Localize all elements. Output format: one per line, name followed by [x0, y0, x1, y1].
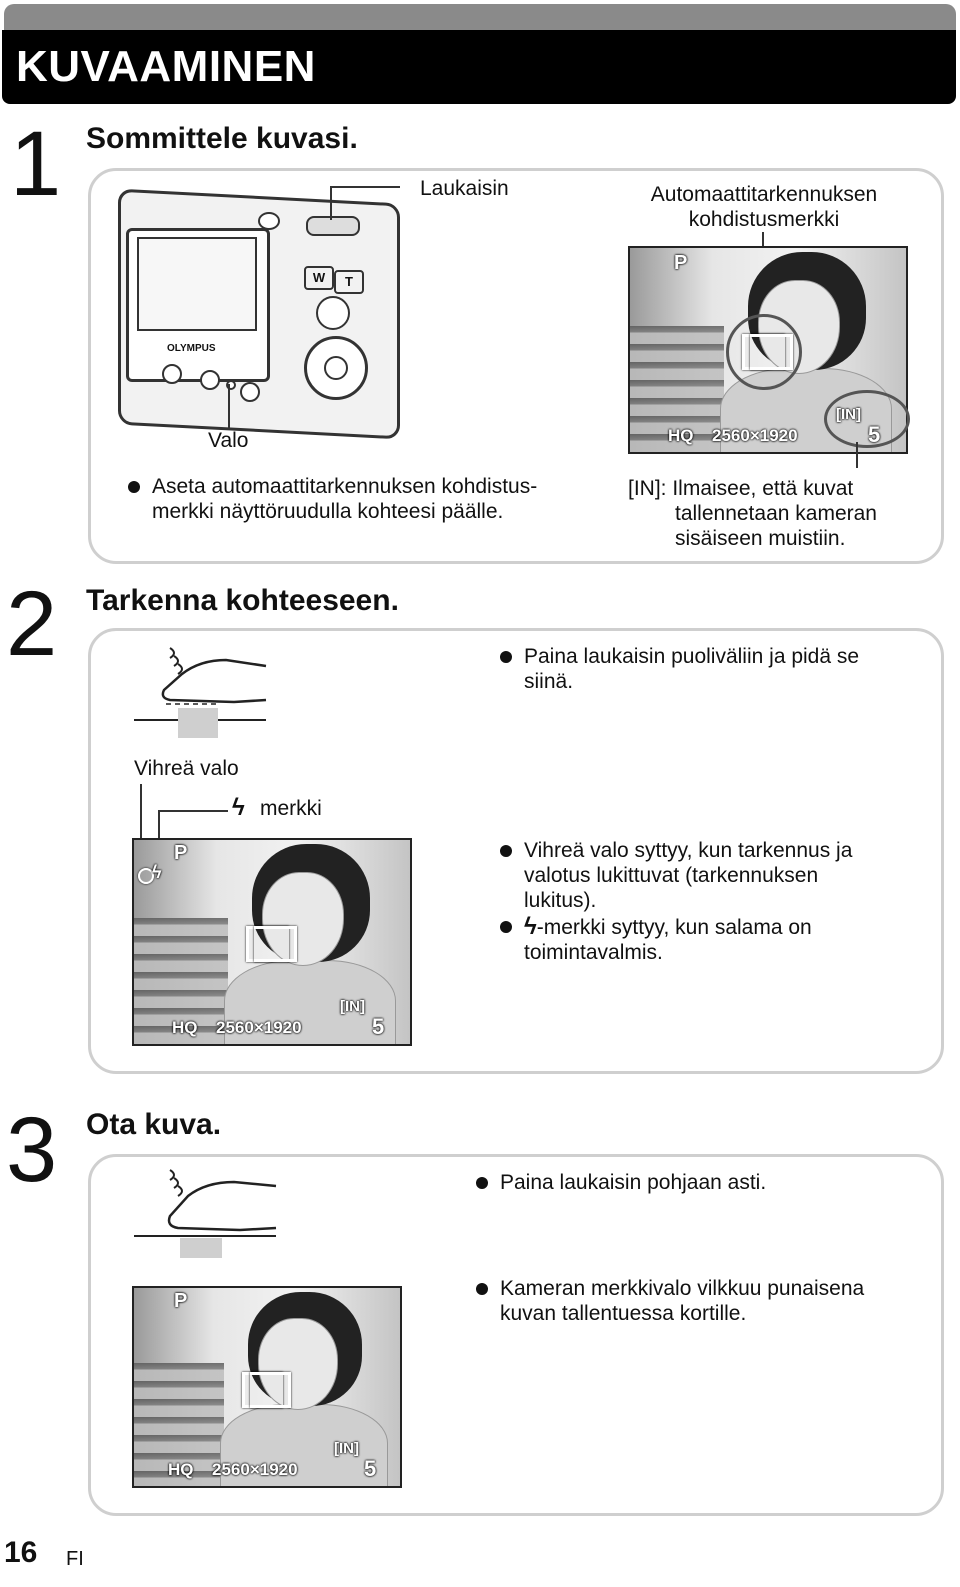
label-green-lamp: Vihreä valo [134, 756, 239, 781]
lcd-frames: 5 [372, 1014, 384, 1040]
page-number: 16 [4, 1536, 37, 1570]
af-bracket-right [254, 926, 297, 962]
lcd-resolution: 2560×1920 [216, 1018, 302, 1038]
step-2-number: 2 [6, 578, 57, 670]
playback-button[interactable] [200, 370, 220, 390]
label-shutter: Laukaisin [420, 176, 509, 201]
erase-button[interactable] [162, 364, 182, 384]
shutter-leader-v [330, 186, 332, 220]
lcd-mode-icon: P [174, 842, 187, 865]
lcd-frames: 5 [364, 1456, 376, 1482]
label-af-mark-line-2: kohdistusmerkki [689, 208, 840, 231]
step-2-green-bullet: Vihreä valo syttyy, kun tarkennus ja val… [498, 838, 852, 913]
lcd-mode-icon: P [674, 252, 687, 275]
half-press-illustration [130, 640, 280, 740]
green-bullet-line-2: valotus lukittuvat (tarkennuksen [524, 864, 818, 887]
af-mark-highlight-circle [726, 314, 802, 390]
finger-full-press-icon [130, 1164, 280, 1260]
lcd-quality: HQ [168, 1460, 194, 1480]
lcd-quality: HQ [172, 1018, 198, 1038]
shutter-button[interactable] [306, 216, 360, 236]
zoom-t-button[interactable]: T [334, 270, 364, 294]
step-1-number: 1 [10, 118, 61, 210]
lamp-bullet-line-1: Kameran merkkivalo vilkkuu punaisena [500, 1277, 864, 1300]
in-note-line-1: [IN]: Ilmaisee, että kuvat [628, 477, 853, 500]
lamp-bullet-line-2: kuvan tallentuessa kortille. [500, 1302, 746, 1325]
flash-leader-h [158, 810, 228, 812]
lamp-leader [228, 384, 230, 428]
lcd-mode-icon: P [174, 1290, 187, 1313]
step-3-lamp-bullet: Kameran merkkivalo vilkkuu punaisena kuv… [474, 1276, 864, 1326]
step-3-number: 3 [6, 1104, 57, 1196]
camera-illustration: OLYMPUS W T [112, 186, 412, 436]
step-2-lcd: P ϟ HQ 2560×1920 [IN] 5 [132, 838, 412, 1046]
language-code: FI [66, 1548, 84, 1571]
flash-bullet-line-1: -merkki syttyy, kun salama on [537, 916, 812, 939]
label-flash-mark: merkki [260, 796, 322, 821]
in-note: [IN]: Ilmaisee, että kuvat tallennetaan … [628, 476, 877, 551]
lcd-memory: [IN] [340, 998, 365, 1015]
step-3-full-bullet: Paina laukaisin pohjaan asti. [474, 1170, 766, 1195]
step-2-title: Tarkenna kohteeseen. [86, 584, 399, 618]
in-highlight-circle [824, 390, 910, 448]
lcd-resolution: 2560×1920 [212, 1460, 298, 1480]
finger-half-press-icon [130, 640, 280, 740]
in-note-line-2: tallennetaan kameran [628, 502, 877, 525]
flash-bullet-line-2: toimintavalmis. [524, 941, 663, 964]
full-press-illustration [130, 1164, 280, 1260]
press-bullet-line-1: Paina laukaisin puoliväliin ja pidä se [524, 645, 859, 668]
step-1-bullet-line-2: merkki näyttöruudulla kohteesi päälle. [152, 500, 503, 523]
camera-mode-button[interactable] [316, 296, 350, 330]
lcd-memory: [IN] [334, 1440, 359, 1457]
flash-mark-icon: ϟ [524, 913, 537, 940]
camera-lcd-screen [137, 237, 257, 331]
arrow-pad[interactable] [304, 336, 368, 400]
step-1-bullet: Aseta automaattitarkennuksen kohdistus- … [126, 474, 537, 524]
af-bracket-right [250, 1372, 291, 1408]
in-leader [856, 442, 858, 468]
power-button[interactable] [258, 212, 280, 230]
step-3-title: Ota kuva. [86, 1108, 221, 1142]
label-af-mark-line-1: Automaattitarkennuksen [651, 183, 877, 206]
step-1-bullet-line-1: Aseta automaattitarkennuksen kohdistus- [152, 475, 537, 498]
camera-lcd-frame: OLYMPUS [126, 228, 270, 382]
flash-icon: ϟ [232, 794, 245, 822]
label-lamp: Valo [208, 428, 248, 453]
camera-brand-logo: OLYMPUS [167, 343, 216, 354]
green-bullet-line-3: lukitus). [524, 889, 596, 912]
zoom-w-button[interactable]: W [304, 266, 334, 290]
label-af-mark: Automaattitarkennuksen kohdistusmerkki [644, 182, 884, 232]
green-bullet-line-1: Vihreä valo syttyy, kun tarkennus ja [524, 839, 852, 862]
lcd-quality: HQ [668, 426, 694, 446]
step-3-lcd: P HQ 2560×1920 [IN] 5 [132, 1286, 402, 1488]
page-title: KUVAAMINEN [16, 42, 316, 92]
ok-menu-button[interactable] [324, 356, 348, 380]
press-bullet-line-2: siinä. [524, 670, 573, 693]
step-2-flash-bullet: ϟ-merkki syttyy, kun salama on toimintav… [498, 914, 812, 965]
in-note-line-3: sisäiseen muistiin. [628, 527, 845, 550]
shutter-leader-h [330, 186, 400, 188]
shooting-button[interactable] [240, 382, 260, 402]
step-2-press-bullet: Paina laukaisin puoliväliin ja pidä se s… [498, 644, 859, 694]
lcd-resolution: 2560×1920 [712, 426, 798, 446]
step-1-title: Sommittele kuvasi. [86, 122, 358, 156]
lcd-flash-icon: ϟ [152, 862, 162, 883]
